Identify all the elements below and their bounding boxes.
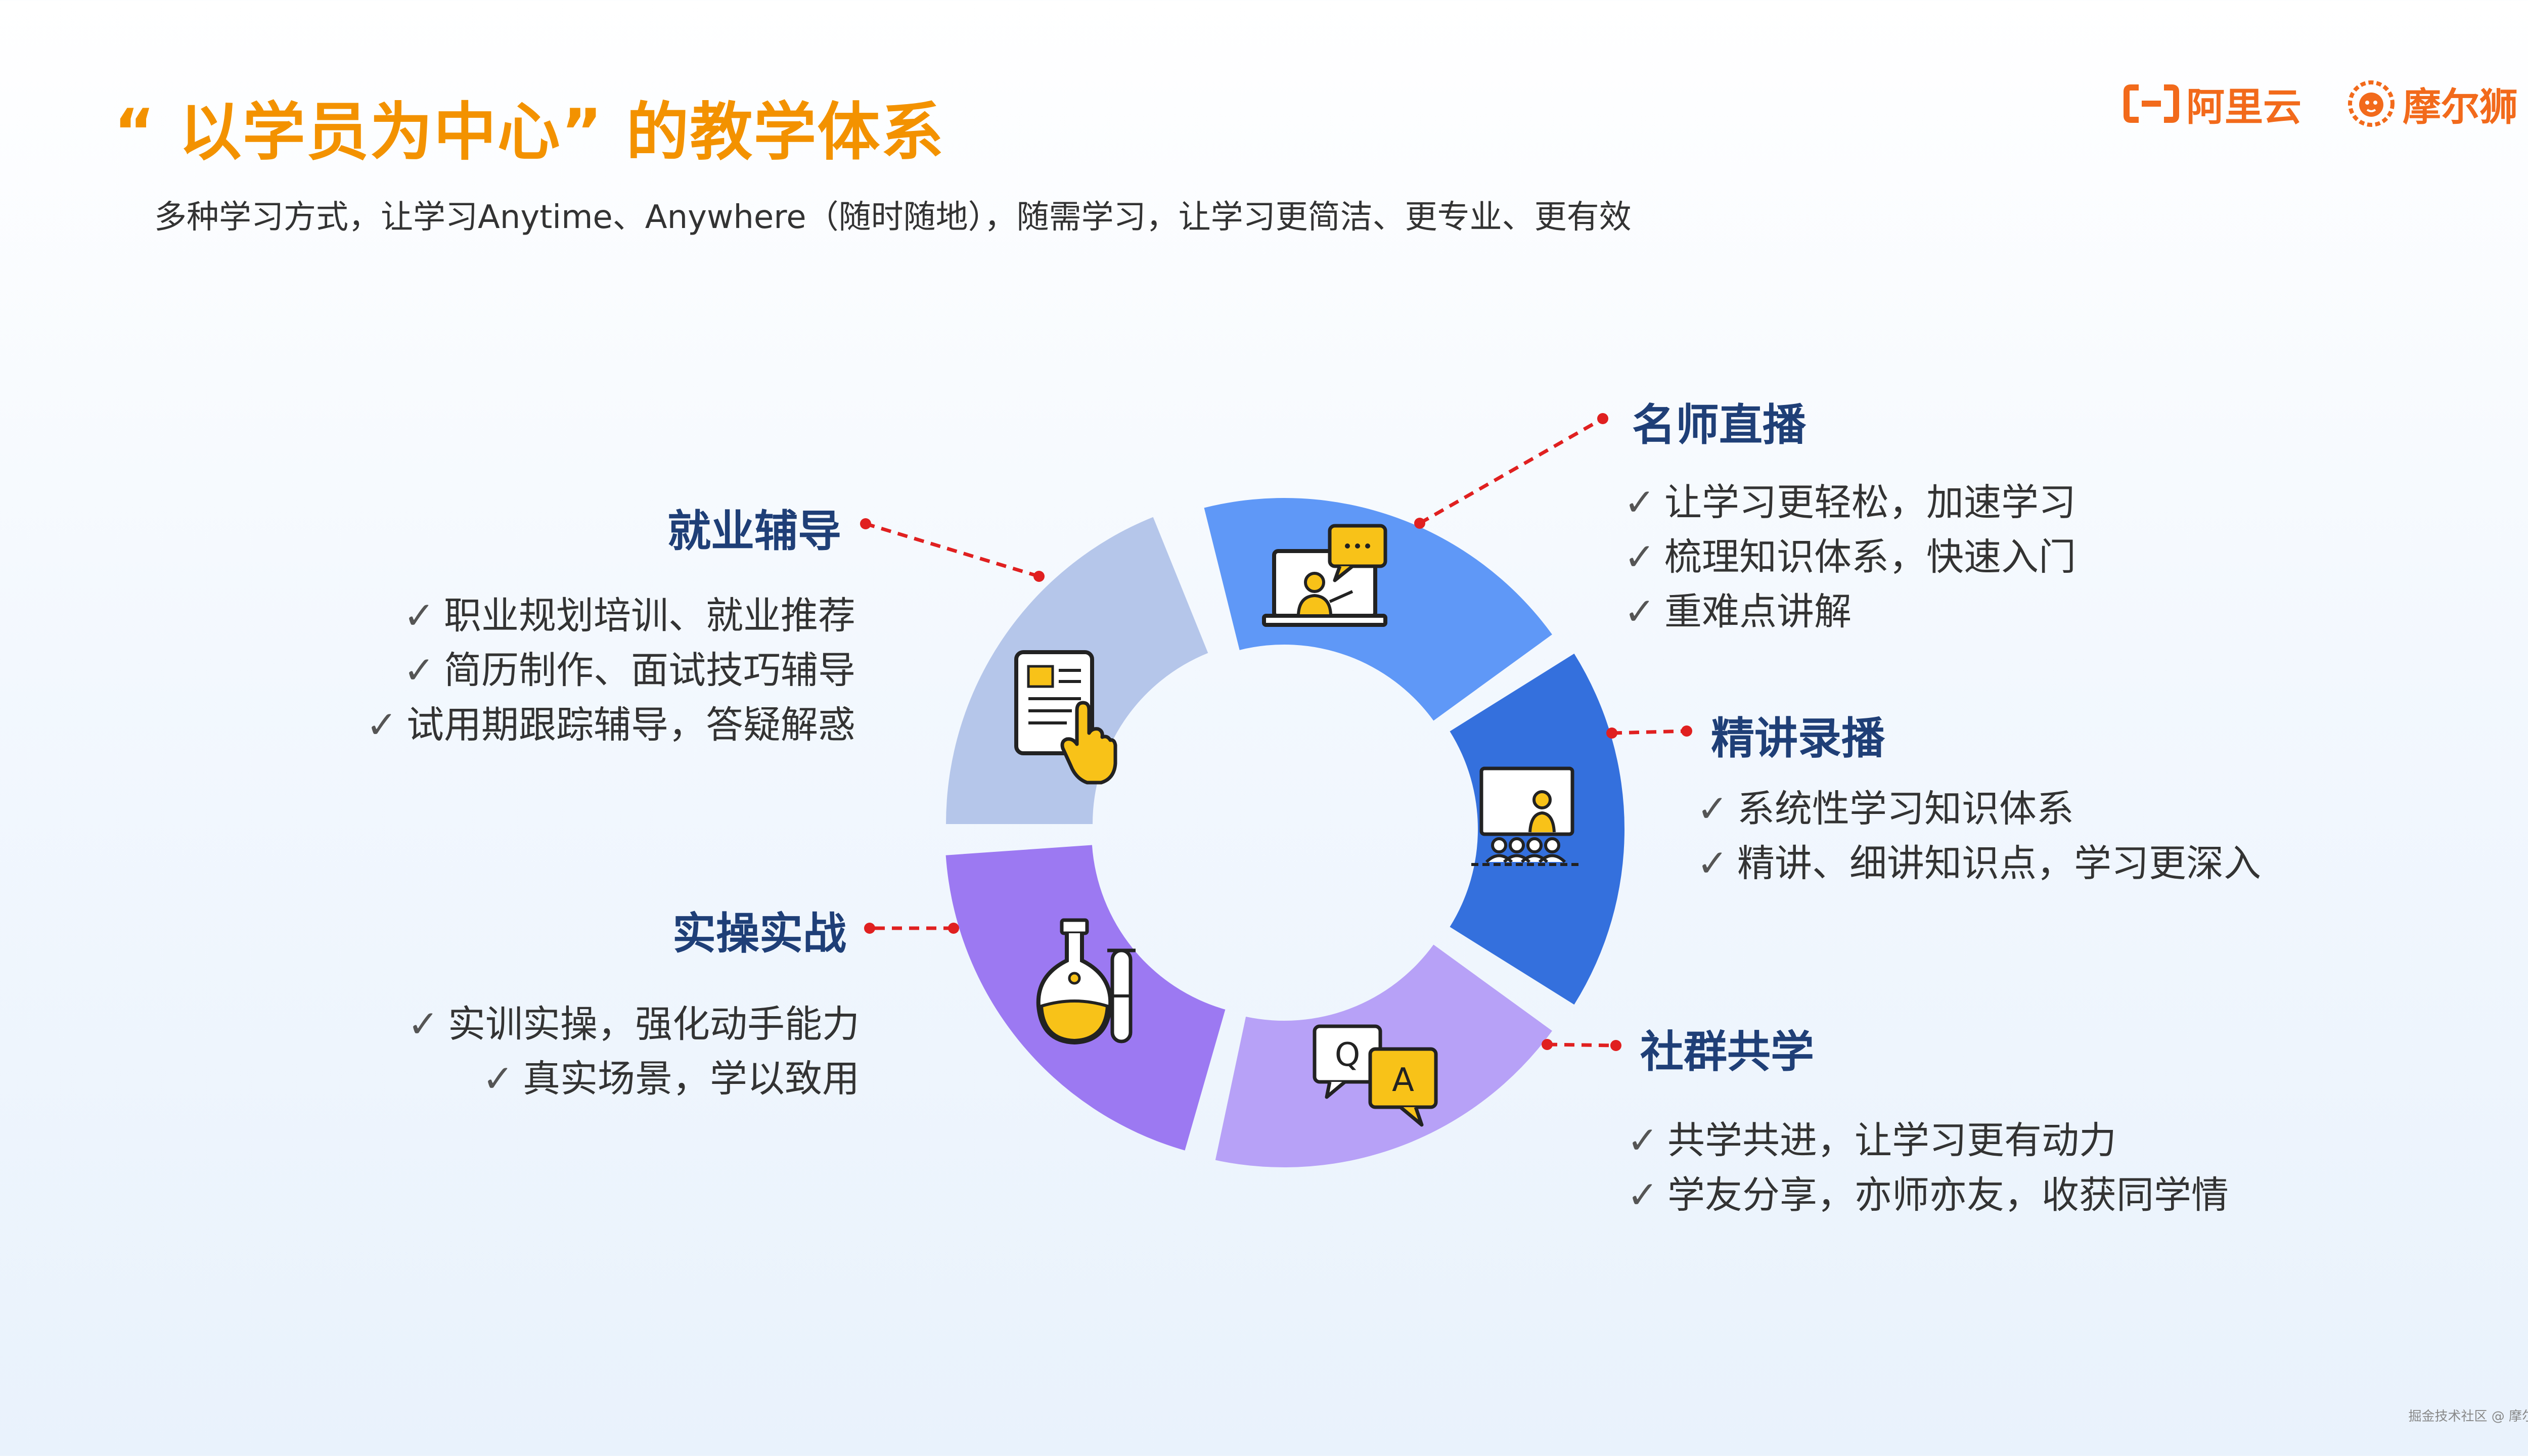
check-icon: ✓ [482,1057,514,1101]
connector-dot-recorded-1 [1681,725,1692,737]
check-icon: ✓ [403,649,435,692]
check-icon: ✓ [1624,590,1656,633]
svg-text:Q: Q [1335,1036,1360,1074]
tablet-tap-icon [1014,650,1117,785]
check-icon: ✓ [366,703,397,747]
label-career: 就业辅导 [667,506,841,557]
check-icon: ✓ [1627,1173,1659,1217]
presentation-laptop-icon [1262,524,1387,627]
connector-line-career [865,522,1040,578]
connector-dot-community-0 [1542,1039,1553,1050]
connector-dot-recorded-0 [1606,727,1617,739]
bullets-recorded: ✓系统性学习知识体系 ✓精讲、细讲知识点，学习更深入 [1697,782,2261,891]
bullet-item: ✓重难点讲解 [1624,590,1852,633]
moershi-logo: 摩尔狮 [2347,76,2518,131]
aliyun-logo-icon [2124,84,2179,123]
bullet-item: ✓让学习更轻松，加速学习 [1624,481,2076,524]
page-title: “ 以学员为中心” 的教学体系 [114,96,945,169]
connector-line-community [1547,1042,1616,1048]
connector-dot-live-1 [1597,413,1608,424]
connector-dot-live-0 [1414,518,1425,529]
footer-watermark: 掘金技术社区 @ 摩尔狮 [2408,1409,2528,1424]
check-icon: ✓ [407,1003,439,1046]
bullet-item: ✓实训实操，强化动手能力 [407,1003,860,1046]
check-icon: ✓ [1624,535,1656,579]
label-community: 社群共学 [1640,1027,1814,1077]
qa-chat-icon: Q A [1313,1024,1438,1127]
bullet-item: ✓职业规划培训、就业推荐 [403,594,855,638]
connector-dot-community-1 [1610,1040,1621,1051]
moershi-logo-text: 摩尔狮 [2403,84,2518,129]
bullet-item: ✓简历制作、面试技巧辅导 [403,649,855,692]
connector-dot-practice-0 [948,923,959,934]
bullets-career: ✓职业规划培训、就业推荐 ✓简历制作、面试技巧辅导 ✓试用期跟踪辅导，答疑解惑 [313,588,855,752]
check-icon: ✓ [1627,1119,1659,1162]
classroom-screen-icon [1471,766,1583,866]
connector-dot-career-1 [860,518,871,529]
label-live: 名师直播 [1632,400,1806,450]
connector-line-live [1419,417,1604,525]
connector-dot-practice-1 [864,923,875,934]
label-practice: 实操实战 [672,908,846,959]
check-icon: ✓ [1624,481,1656,524]
check-icon: ✓ [1697,787,1729,831]
aliyun-logo: 阿里云 [2124,76,2301,131]
bullet-item: ✓梳理知识体系，快速入门 [1624,535,2076,579]
logo-group: 阿里云 摩尔狮 [2124,76,2518,131]
lion-logo-icon [2348,80,2395,127]
check-icon: ✓ [403,594,435,638]
bullet-item: ✓系统性学习知识体系 [1697,787,2074,831]
bullet-item: ✓试用期跟踪辅导，答疑解惑 [366,703,855,747]
page-subtitle: 多种学习方式，让学习Anytime、Anywhere（随时随地），随需学习，让学… [154,199,1632,236]
connector-dot-career-0 [1033,571,1045,582]
bullets-practice: ✓实训实操，强化动手能力 ✓真实场景，学以致用 [374,997,860,1106]
aliyun-logo-text: 阿里云 [2186,84,2301,129]
label-recorded: 精讲录播 [1711,713,1885,764]
check-icon: ✓ [1697,842,1729,885]
bullets-community: ✓共学共进，让学习更有动力 ✓学友分享，亦师亦友，收获同学情 [1627,1113,2229,1222]
bullet-item: ✓共学共进，让学习更有动力 [1627,1119,2117,1162]
connector-line-recorded [1611,729,1687,735]
bullets-live: ✓让学习更轻松，加速学习 ✓梳理知识体系，快速入门 ✓重难点讲解 [1624,475,2076,639]
bullet-item: ✓学友分享，亦师亦友，收获同学情 [1627,1173,2229,1217]
svg-text:A: A [1392,1062,1414,1099]
bullet-item: ✓精讲、细讲知识点，学习更深入 [1697,842,2262,885]
bullet-item: ✓真实场景，学以致用 [482,1057,860,1101]
flask-icon [1036,918,1136,1045]
